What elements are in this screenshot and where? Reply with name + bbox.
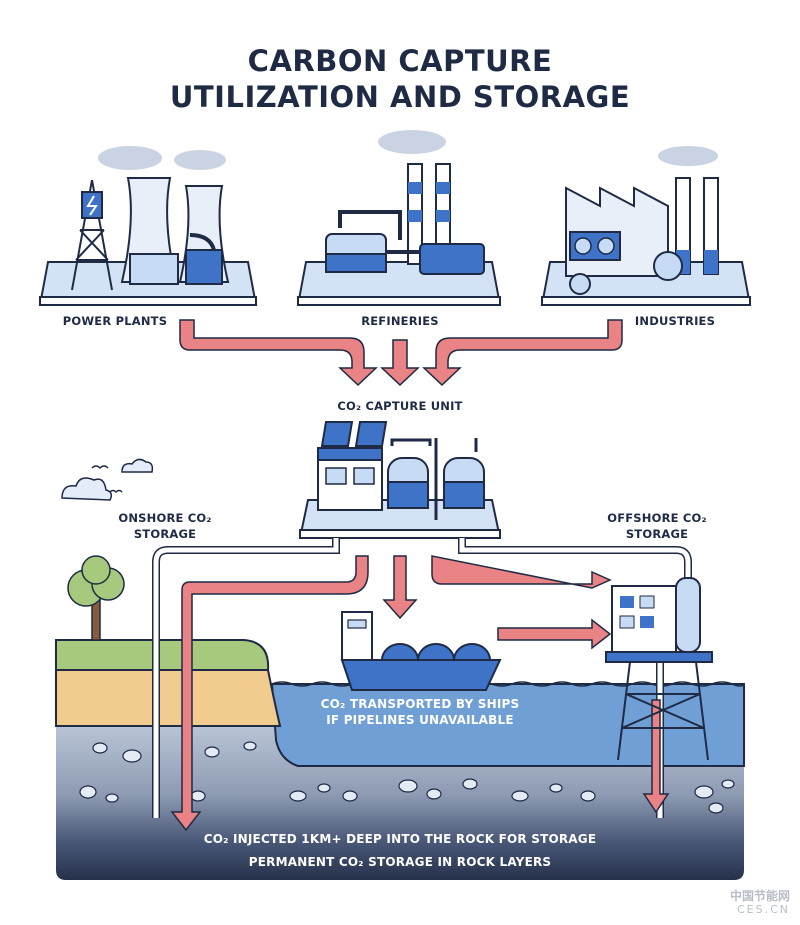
label-onshore-line2: STORAGE [133,527,197,541]
flow-arrows [170,555,670,832]
rock-pebbles [79,741,735,814]
watermark: 中国节能网 CES.CN [730,889,790,917]
ground-layers [55,639,745,880]
label-offshore-line1: OFFSHORE CO₂ [607,511,707,525]
label-permanent-storage: PERMANENT CO₂ STORAGE IN ROCK LAYERS [248,855,552,869]
label-power-plants: POWER PLANTS [62,314,168,328]
label-onshore-line1: ONSHORE CO₂ [118,511,212,525]
watermark-en: CES.CN [736,903,790,916]
industries-arrow [422,319,623,387]
label-industries: INDUSTRIES [634,314,716,328]
industries-illustration [540,146,752,306]
watermark-cn: 中国节能网 [729,889,790,903]
title-line-2: UTILIZATION AND STORAGE [169,80,631,114]
ship-illustration [340,611,502,691]
title-line-1: CARBON CAPTURE [247,44,553,78]
label-ships-line2: IF PIPELINES UNAVAILABLE [326,713,514,727]
label-offshore-line2: STORAGE [625,527,689,541]
label-refineries: REFINERIES [361,314,439,328]
source-arrows [179,319,623,387]
capture-unit-illustration [298,421,502,539]
sky-decoration [61,458,154,501]
refineries-illustration [296,130,502,306]
label-ships-line1: CO₂ TRANSPORTED BY SHIPS [320,697,520,711]
refineries-arrow [380,339,420,387]
power-plants-illustration [38,146,258,306]
power-plants-arrow [179,319,378,387]
tree-illustration [67,555,125,641]
label-injected: CO₂ INJECTED 1KM+ DEEP INTO THE ROCK FOR… [203,832,597,846]
label-capture-unit: CO₂ CAPTURE UNIT [337,399,463,413]
offshore-platform-illustration [605,577,713,761]
